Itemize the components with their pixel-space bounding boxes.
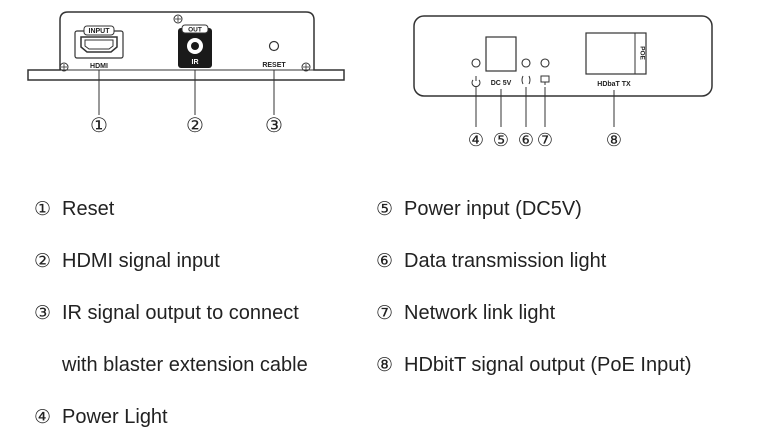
right-device-panel: DC 5V POE HDbaT TX xyxy=(413,15,713,150)
network-icon xyxy=(540,75,550,85)
screw-icon xyxy=(173,14,183,24)
link-light xyxy=(540,58,550,85)
data-light xyxy=(521,58,531,85)
callout-1: ① xyxy=(90,115,108,137)
reset-label: RESET xyxy=(262,62,286,69)
reset-button: RESET xyxy=(262,40,286,69)
hdbt-label: HDbaT TX xyxy=(597,81,631,88)
ir-out-tag: OUT xyxy=(188,27,202,34)
left-device-panel: INPUT HDMI OUT IR RESET ① ② ③ xyxy=(27,11,345,137)
power-icon xyxy=(471,76,481,88)
callout-6: ⑥ xyxy=(518,130,534,150)
dc-power-input: DC 5V xyxy=(485,36,517,87)
dc-label: DC 5V xyxy=(491,80,512,87)
hdmi-input-tag: INPUT xyxy=(89,28,111,35)
ir-output-port: OUT IR xyxy=(178,24,212,68)
device-panels-diagram: INPUT HDMI OUT IR RESET ① ② ③ xyxy=(27,11,713,150)
callout-2: ② xyxy=(186,115,204,137)
callout-8: ⑧ xyxy=(606,130,622,150)
hdmi-input-port: INPUT HDMI xyxy=(74,25,124,70)
ir-label: IR xyxy=(192,59,199,66)
screw-icon xyxy=(59,62,69,72)
poe-label: POE xyxy=(639,46,646,60)
callout-3: ③ xyxy=(265,115,283,137)
hdmi-label: HDMI xyxy=(90,63,108,70)
data-transmission-icon xyxy=(521,75,531,85)
legend-item-ir-output-continued: with blaster extension cable xyxy=(62,354,308,376)
hdbt-output-port: POE HDbaT TX xyxy=(585,32,647,88)
screw-icon xyxy=(301,62,311,72)
callout-4: ④ xyxy=(468,130,484,150)
callout-5: ⑤ xyxy=(493,130,509,150)
callout-7: ⑦ xyxy=(537,130,553,150)
power-light xyxy=(471,58,481,88)
